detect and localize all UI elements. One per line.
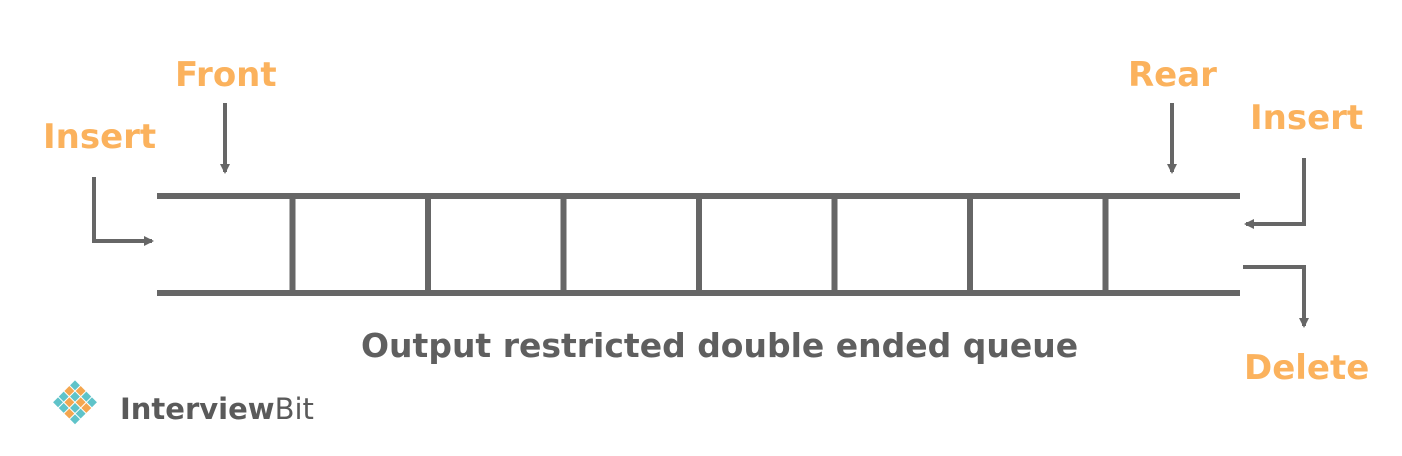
interviewbit-logo-icon — [53, 380, 97, 425]
insert-left-arrow — [92, 177, 154, 246]
queue-cell-dividers — [289, 196, 1109, 293]
brand-name-bold: Interview — [120, 392, 275, 426]
insert-left-label: Insert — [43, 117, 157, 157]
delete-label: Delete — [1244, 348, 1370, 388]
front-label: Front — [175, 55, 277, 95]
insert-right-label: Insert — [1250, 98, 1364, 138]
diagram-caption: Output restricted double ended queue — [361, 326, 1079, 365]
insert-right-arrow — [1244, 158, 1306, 229]
brand-name: InterviewBit — [120, 391, 314, 427]
brand-name-regular: Bit — [274, 392, 314, 426]
delete-arrow — [1243, 265, 1309, 328]
rear-label: Rear — [1128, 55, 1217, 95]
